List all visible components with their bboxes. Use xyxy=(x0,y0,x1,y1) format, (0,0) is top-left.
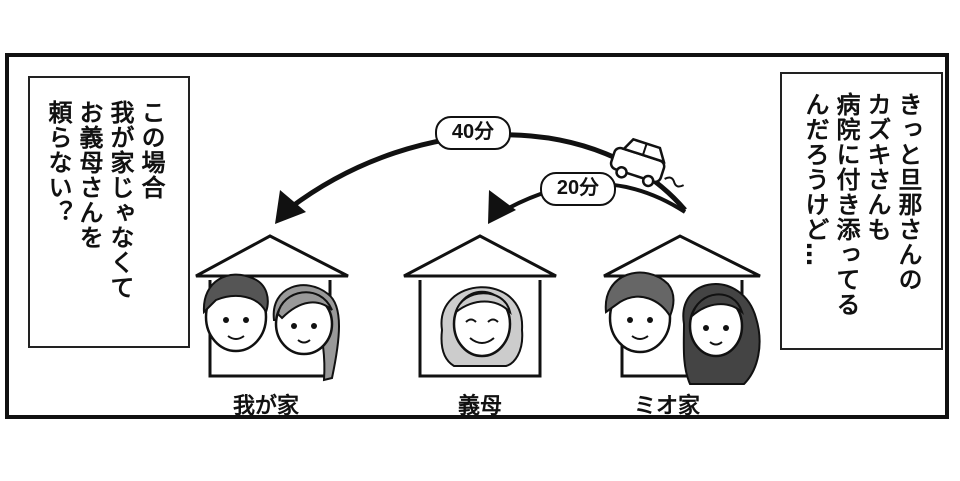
arrowhead-40-icon xyxy=(275,190,306,224)
kazuki-face xyxy=(604,271,675,354)
mother-in-law-face xyxy=(440,286,524,367)
house-label-mio: ミオ家 xyxy=(633,394,700,419)
house-label-waga: 我が家 xyxy=(232,394,299,419)
mio-face xyxy=(682,283,761,385)
woman-face xyxy=(272,284,340,382)
arrowhead-20-icon xyxy=(488,190,516,224)
narration-box-right: きっと旦那さんの カズキさんも 病院に付き添ってる んだろうけど… xyxy=(780,72,943,350)
house-label-gibo: 義母 xyxy=(457,394,502,419)
narration-text-right: きっと旦那さんの カズキさんも 病院に付き添ってる んだろうけど… xyxy=(801,92,922,317)
house-gibo-icon xyxy=(403,234,557,378)
narration-text-left: この場合 我が家じゃなくて お義母さんを 頼らない？ xyxy=(44,100,165,300)
route-duration-20: 20分 xyxy=(540,172,616,206)
route-duration-40: 40分 xyxy=(435,116,511,150)
car-icon xyxy=(609,137,685,188)
man-face xyxy=(202,273,269,353)
narration-box-left: この場合 我が家じゃなくて お義母さんを 頼らない？ xyxy=(28,76,190,348)
